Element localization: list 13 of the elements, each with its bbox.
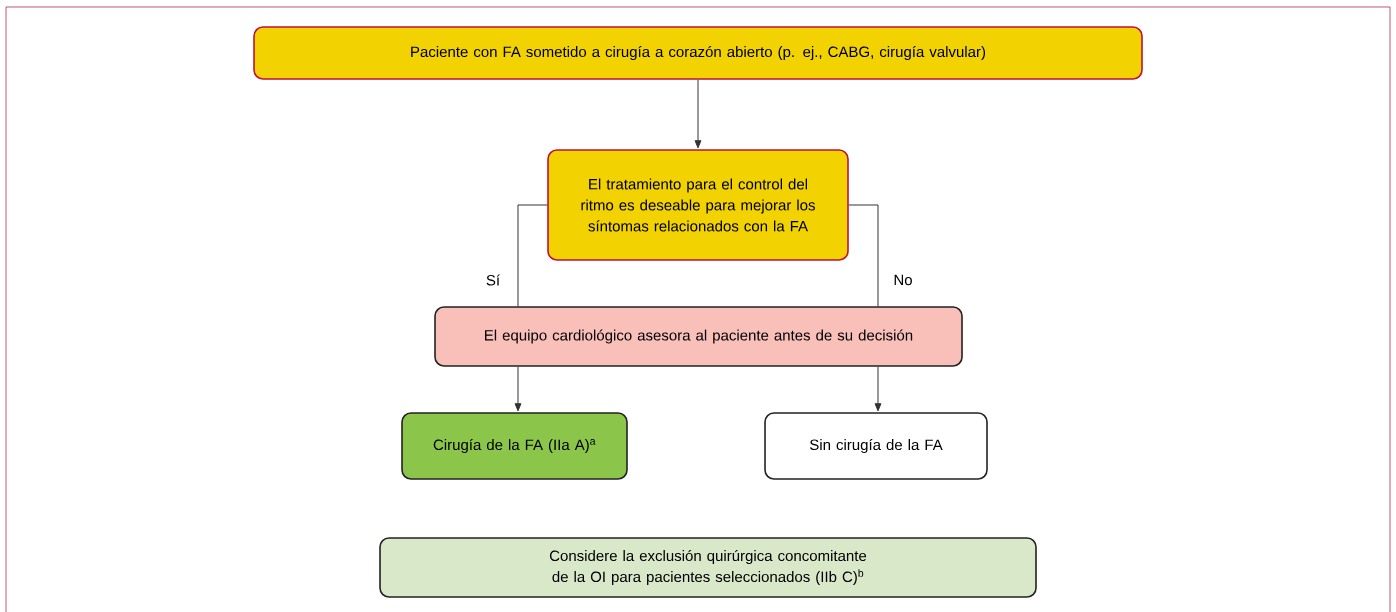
edge-label: No (892, 273, 914, 287)
decision-box: El tratamiento para el control del ritmo es deseable para mejorar los síntomas relacionados con la FA (547, 149, 849, 261)
connector (517, 204, 548, 307)
outcome-box: Sin cirugía de la FA (764, 412, 988, 480)
start-box: Paciente con FA sometido a cirugía a corazón abierto (p. ej., CABG, cirugía valvular) (253, 26, 1143, 80)
outcome-box: Cirugía de la FA (IIa A)$^{a}$ (401, 412, 628, 480)
arrow (874, 366, 882, 412)
arrow (694, 79, 702, 149)
note-box: Considere la exclusión quirúrgica concomitante de la OI para pacientes seleccionados (IIb C)$^{b}$ (379, 537, 1037, 598)
connector (848, 204, 879, 307)
process-box: El equipo cardiológico asesora al paciente antes de su decisión (434, 306, 963, 367)
arrow (514, 366, 522, 412)
edge-label: Sí (484, 273, 502, 287)
